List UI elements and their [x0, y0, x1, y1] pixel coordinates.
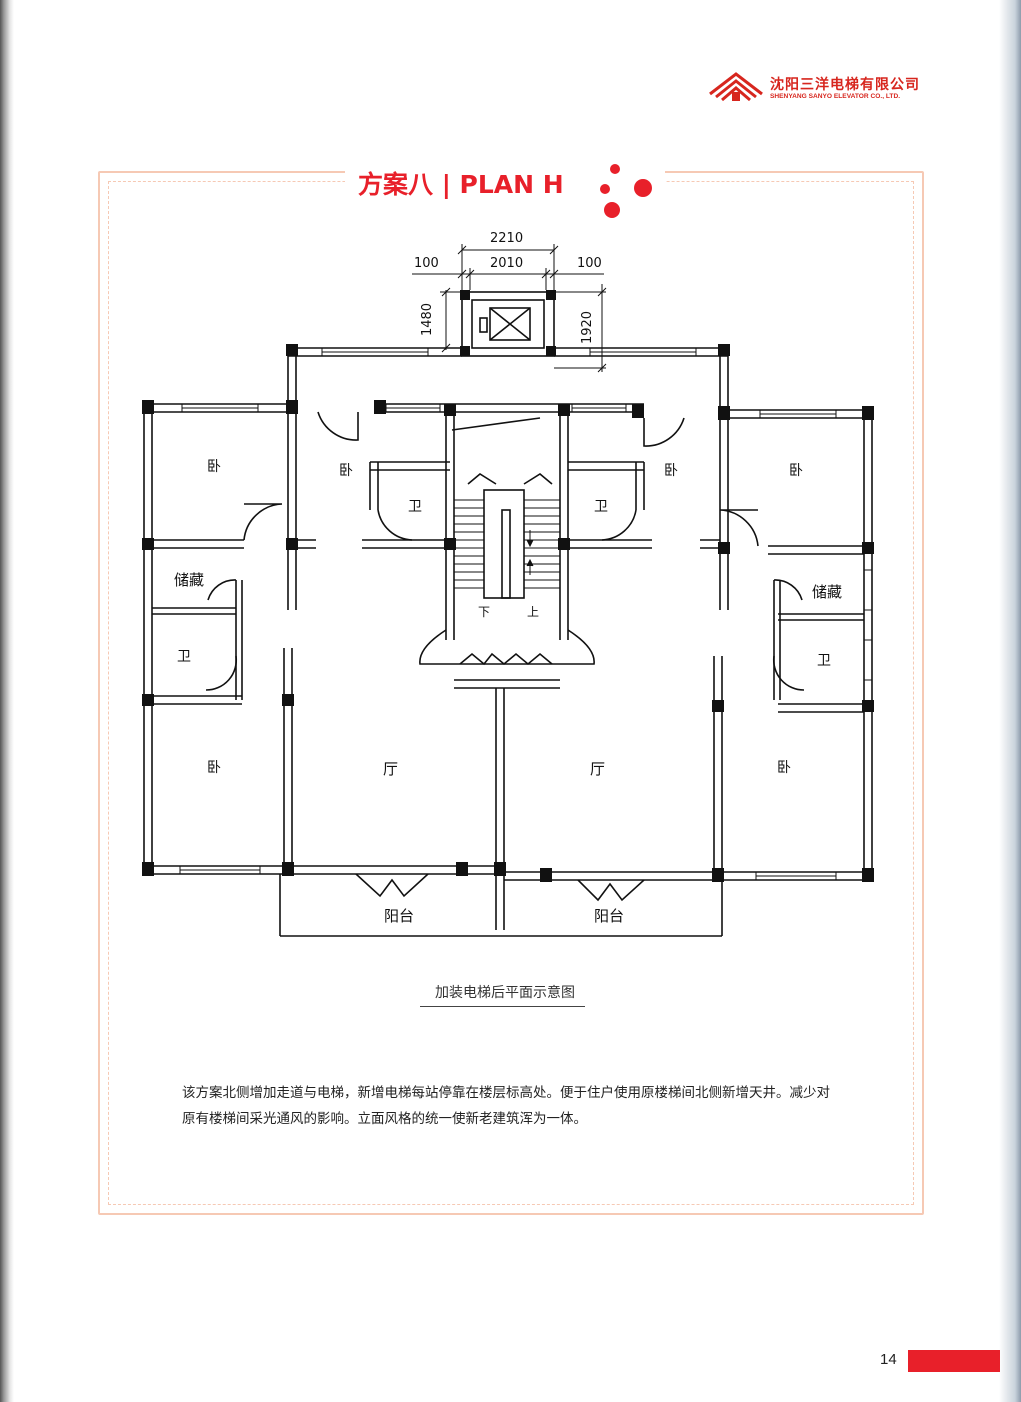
- room-label-living-west: 厅: [383, 760, 399, 778]
- brand-header: 沈阳三洋电梯有限公司 SHENYANG SANYO ELEVATOR CO., …: [708, 68, 948, 108]
- dim-left-offset: 100: [414, 256, 439, 271]
- room-label-bedroom-sw: 卧: [207, 760, 221, 776]
- stair-treads: [454, 499, 560, 589]
- sanyo-logo-icon: [709, 72, 763, 102]
- room-label-balcony-west: 阳台: [384, 907, 415, 925]
- stair-label-down: 下: [478, 605, 491, 619]
- drawing-caption: 加装电梯后平面示意图: [435, 985, 575, 1001]
- dim-inner-width: 2010: [490, 256, 524, 271]
- dim-total-width: 2210: [490, 231, 524, 246]
- room-label-bedroom-n-west: 卧: [339, 463, 353, 479]
- room-label-living-east: 厅: [590, 760, 606, 778]
- room-label-bedroom-n-east: 卧: [664, 463, 678, 479]
- brand-name-en: SHENYANG SANYO ELEVATOR CO., LTD.: [770, 93, 901, 100]
- plan-title: 方案八 | PLAN H: [358, 170, 564, 199]
- room-label-bedroom-ne: 卧: [789, 463, 803, 479]
- dim-depth-right: 1920: [580, 310, 596, 345]
- page-tab-accent: [908, 1350, 1000, 1372]
- caption-underline: [420, 1006, 585, 1007]
- plan-description: 该方案北侧增加走道与电梯，新增电梯每站停靠在楼层标高处。便于住户使用原楼梯间北侧…: [182, 1085, 830, 1127]
- stair-label-up: 上: [527, 605, 540, 619]
- brand-name-cn: 沈阳三洋电梯有限公司: [770, 77, 920, 93]
- room-label-balcony-east: 阳台: [594, 907, 625, 925]
- decorative-dots-icon: [600, 164, 652, 218]
- room-label-bedroom-se: 卧: [777, 760, 791, 776]
- dimension-lines: [412, 244, 607, 373]
- scan-edge-right: [999, 0, 1021, 1402]
- plan-columns: [142, 290, 874, 882]
- room-label-bath-sw: 卫: [177, 649, 191, 665]
- dim-depth-left: 1480: [420, 302, 436, 337]
- plan-walls: [143, 291, 873, 937]
- room-label-storage-east: 储藏: [812, 583, 843, 601]
- room-label-bath-se: 卫: [817, 653, 831, 669]
- room-label-bedroom-nw: 卧: [207, 459, 221, 475]
- room-label-bath-west: 卫: [408, 499, 422, 515]
- page-number: 14: [880, 1351, 897, 1368]
- plan-windows: [179, 347, 873, 881]
- scan-edge-left: [0, 0, 14, 1402]
- room-label-storage-west: 储藏: [174, 571, 205, 589]
- room-label-bath-east: 卫: [594, 499, 608, 515]
- dim-right-offset: 100: [577, 256, 602, 271]
